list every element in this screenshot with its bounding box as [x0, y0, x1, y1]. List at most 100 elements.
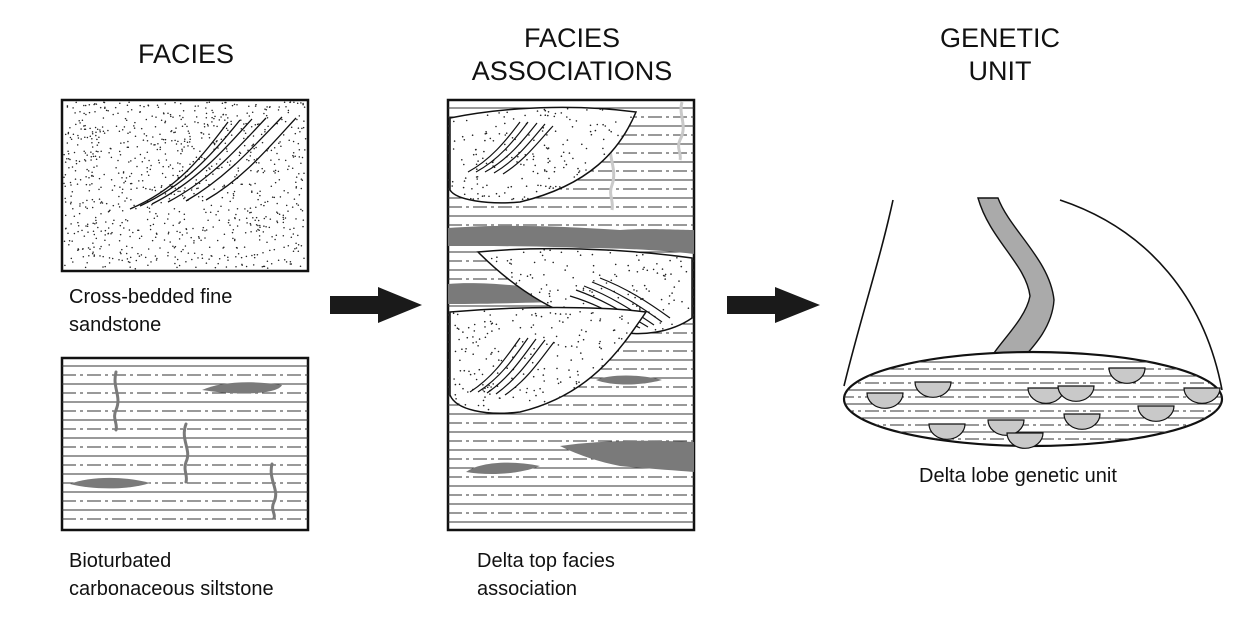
- sand-grain: [302, 126, 305, 129]
- sand-grain: [464, 350, 467, 353]
- sand-grain: [294, 155, 296, 158]
- sand-grain: [128, 161, 130, 163]
- sand-grain: [255, 224, 258, 226]
- sand-grain: [482, 384, 484, 386]
- sand-grain: [545, 284, 548, 286]
- sand-grain: [84, 136, 86, 138]
- sand-grain: [504, 143, 506, 146]
- sand-grain: [557, 289, 559, 292]
- sand-grain: [180, 152, 182, 155]
- sand-grain: [236, 115, 238, 117]
- sand-grain: [75, 101, 77, 104]
- sand-grain: [518, 279, 521, 282]
- sand-grain: [472, 198, 475, 200]
- sand-grain: [547, 161, 549, 164]
- sand-grain: [93, 254, 96, 256]
- sand-grain: [489, 137, 492, 140]
- sand-grain: [482, 389, 484, 391]
- sand-grain: [287, 109, 290, 112]
- sand-grain: [485, 358, 488, 360]
- sand-grain: [549, 290, 551, 292]
- sand-grain: [680, 265, 683, 268]
- sand-grain: [557, 382, 560, 385]
- sand-grain: [187, 130, 190, 132]
- sand-grain: [243, 123, 245, 125]
- sand-grain: [303, 106, 306, 108]
- sand-grain: [121, 176, 123, 179]
- sand-grain: [278, 158, 280, 161]
- sand-grain: [64, 197, 66, 200]
- sand-grain: [138, 180, 140, 182]
- sand-grain: [213, 125, 215, 127]
- sand-grain: [182, 109, 185, 112]
- sand-grain: [259, 194, 261, 197]
- sand-grain: [205, 112, 208, 115]
- sand-grain: [164, 193, 167, 195]
- sand-grain: [244, 132, 247, 135]
- sand-grain: [198, 237, 200, 239]
- sand-grain: [631, 285, 634, 287]
- sand-grain: [256, 253, 259, 256]
- sand-grain: [626, 332, 628, 334]
- sand-grain: [495, 192, 498, 195]
- sand-grain: [226, 192, 229, 194]
- sand-grain: [552, 261, 554, 264]
- sand-grain: [79, 203, 81, 205]
- sand-grain: [274, 169, 277, 172]
- sand-grain: [91, 146, 94, 148]
- sand-grain: [289, 263, 292, 265]
- sand-grain: [197, 105, 199, 107]
- sand-grain: [63, 153, 65, 156]
- sand-grain: [536, 110, 539, 112]
- sand-grain: [143, 157, 146, 159]
- sand-grain: [488, 195, 490, 198]
- burrow-traces: [113, 370, 278, 520]
- sand-grain: [461, 159, 463, 161]
- sand-grain: [119, 233, 122, 236]
- sand-grain: [110, 156, 113, 159]
- sand-grain: [91, 132, 94, 135]
- sand-grain: [64, 185, 66, 187]
- sand-grain: [218, 119, 221, 121]
- sand-grain: [475, 163, 478, 166]
- sand-grain: [248, 159, 250, 162]
- sand-grain: [234, 176, 236, 178]
- sand-grain: [147, 105, 150, 107]
- sand-grain: [168, 198, 171, 200]
- sand-grain: [92, 230, 95, 232]
- sand-grain: [173, 193, 176, 196]
- sand-grain: [470, 197, 472, 200]
- sand-grain: [293, 101, 295, 104]
- sand-grain: [251, 190, 253, 192]
- sand-grain: [67, 232, 69, 235]
- sand-grain: [612, 329, 615, 332]
- sand-grain: [232, 194, 235, 197]
- sand-grain: [285, 106, 287, 108]
- sand-grain: [562, 143, 564, 146]
- sand-grain: [293, 227, 295, 230]
- sand-grain: [632, 303, 634, 306]
- sand-grain: [161, 172, 164, 175]
- sand-grain: [266, 260, 269, 263]
- sand-grain: [184, 138, 186, 140]
- channel-fill-lens: [1108, 367, 1146, 384]
- sand-grain: [138, 255, 141, 257]
- sand-grain: [250, 125, 253, 128]
- sandstone-box: [60, 98, 310, 273]
- sand-grain: [193, 147, 195, 150]
- sand-grain: [135, 207, 137, 210]
- sand-grain: [614, 273, 616, 276]
- sand-grain: [111, 257, 114, 260]
- sand-grain: [463, 180, 466, 182]
- sand-grain: [154, 236, 157, 239]
- sand-grain: [83, 150, 85, 152]
- sand-grain: [463, 369, 466, 372]
- sand-grain: [292, 233, 295, 235]
- sand-grain: [252, 135, 255, 137]
- sand-grain: [664, 278, 666, 280]
- sand-grain: [169, 113, 172, 116]
- sand-grain: [472, 342, 474, 344]
- sand-grain: [524, 114, 526, 117]
- sand-grain: [659, 322, 662, 324]
- sand-grain: [143, 105, 145, 108]
